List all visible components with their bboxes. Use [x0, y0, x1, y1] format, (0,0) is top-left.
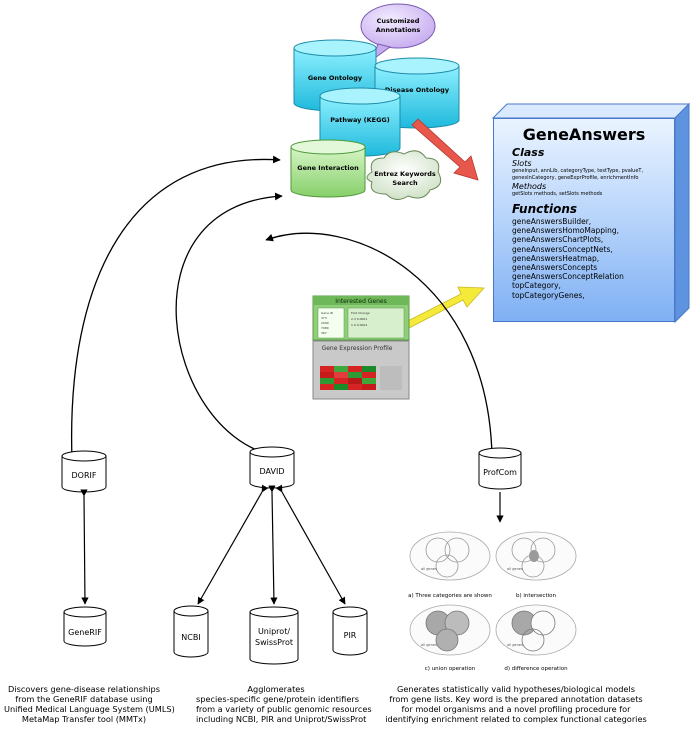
venn-all-genes-c: all genes — [421, 643, 437, 647]
svg-text:7080: 7080 — [321, 326, 329, 330]
venn-panel-c: all genes c) union operation — [409, 604, 491, 672]
methods-text: getSlots methods, setSlots methods — [512, 191, 603, 197]
gene-interaction-label: Gene Interaction — [297, 164, 359, 172]
profcom-caption: Generates statistically valid hypotheses… — [385, 684, 647, 724]
gene-ontology-label: Gene Ontology — [308, 74, 363, 82]
generif-label: GeneRIF — [68, 628, 102, 637]
venn-panel-a: all genes a) Three categories are shown — [408, 531, 492, 599]
geneanswers-box-depth — [491, 102, 691, 324]
venn-all-genes-b: all genes — [507, 567, 523, 571]
uniprot-database: Uniprot/ SwissProt — [249, 606, 299, 665]
interested-genes-label: Interested Genes — [335, 298, 387, 305]
venn-label-b: b) intersection — [516, 593, 557, 599]
david-pir-connector — [275, 484, 346, 605]
david-database: DAVID — [249, 446, 295, 489]
pir-database: PIR — [332, 606, 368, 656]
venn-panel-b: all genes b) intersection — [495, 531, 577, 599]
venn-panel-d: all genes d) difference operation — [495, 604, 577, 672]
function-item: topCategory, — [512, 281, 561, 291]
david-label: DAVID — [260, 467, 285, 476]
functions-heading: Functions — [512, 202, 578, 216]
svg-text:Fold Change: Fold Change — [351, 311, 370, 315]
function-item: geneAnswersBuilder, — [512, 217, 592, 226]
class-heading: Class — [512, 146, 545, 159]
expression-profile-label: Gene Expression Profile — [322, 345, 393, 352]
entrez-label-2: Search — [392, 179, 418, 187]
dorif-generif-connector — [80, 489, 89, 605]
svg-text:2.3 0.0001: 2.3 0.0001 — [351, 317, 367, 321]
geneanswers-title: GeneAnswers — [522, 125, 646, 144]
svg-text:373: 373 — [321, 316, 327, 320]
dorif-database: DORIF — [61, 450, 107, 493]
gene-ontology-database: Gene Ontology — [293, 39, 377, 112]
disease-ontology-label: Disease Ontology — [385, 86, 450, 94]
david-ncbi-connector — [197, 484, 269, 605]
pir-label: PIR — [344, 631, 357, 640]
function-item: geneAnswersConcepts — [512, 263, 598, 273]
methods-heading: Methods — [512, 182, 547, 191]
slots-text-2: genesInCategory, geneExprProfile, enrich… — [512, 175, 639, 181]
ncbi-label: NCBI — [181, 633, 200, 642]
svg-text:367: 367 — [321, 331, 327, 335]
function-item: geneAnswersConceptRelation — [512, 272, 624, 282]
function-item: geneAnswersHeatmap, — [512, 253, 600, 263]
red-arrow — [411, 118, 479, 181]
svg-text:2099: 2099 — [321, 321, 329, 325]
slots-heading: Slots — [512, 159, 532, 168]
uniprot-label-2: SwissProt — [255, 638, 293, 647]
svg-text:Gene ID: Gene ID — [321, 311, 334, 315]
function-item: topCategoryGenes, — [512, 290, 585, 300]
david-caption: Agglomerates species-specific gene/prote… — [196, 684, 372, 724]
venn-label-c: c) union operation — [425, 666, 476, 672]
dorif-caption: Discovers gene-disease relationships fro… — [4, 684, 175, 724]
pathway-label: Pathway (KEGG) — [330, 116, 390, 124]
venn-label-a: a) Three categories are shown — [408, 593, 492, 599]
ncbi-database: NCBI — [173, 605, 209, 658]
david-uniprot-connector — [268, 485, 278, 605]
uniprot-label-1: Uniprot/ — [258, 627, 290, 636]
dorif-label: DORIF — [72, 471, 97, 480]
geneanswers-box: GeneAnswers Class Slots geneInput, annLi… — [493, 118, 675, 322]
david-curve-arrow — [175, 192, 283, 456]
generif-database: GeneRIF — [63, 606, 107, 647]
dorif-curve-arrow — [70, 155, 281, 461]
function-item: geneAnswersChartPlots, — [512, 235, 604, 245]
venn-all-genes-d: all genes — [507, 643, 523, 647]
profcom-label: ProfCom — [483, 468, 517, 477]
venn-label-d: d) difference operation — [504, 666, 568, 672]
customized-label-1: Customized — [377, 17, 420, 25]
function-item: geneAnswersHomoMapping, — [512, 226, 619, 236]
customized-annotations-bubble: Customized Annotations — [360, 3, 436, 62]
entrez-keywords-cloud: Entrez Keywords Search — [366, 150, 442, 200]
profcom-curve-arrow — [265, 232, 493, 457]
gene-interaction-database: Gene Interaction — [290, 139, 366, 198]
venn-all-genes-a: all genes — [421, 567, 437, 571]
customized-label-2: Annotations — [376, 26, 421, 34]
profcom-database: ProfCom — [478, 447, 522, 490]
function-item: geneAnswersConceptNets, — [512, 244, 613, 254]
entrez-label-1: Entrez Keywords — [374, 170, 436, 178]
slots-text-1: geneInput, annLib, categoryType, testTyp… — [512, 168, 644, 174]
expression-heatmap — [320, 366, 402, 390]
svg-text:1.9 0.0004: 1.9 0.0004 — [351, 323, 367, 327]
